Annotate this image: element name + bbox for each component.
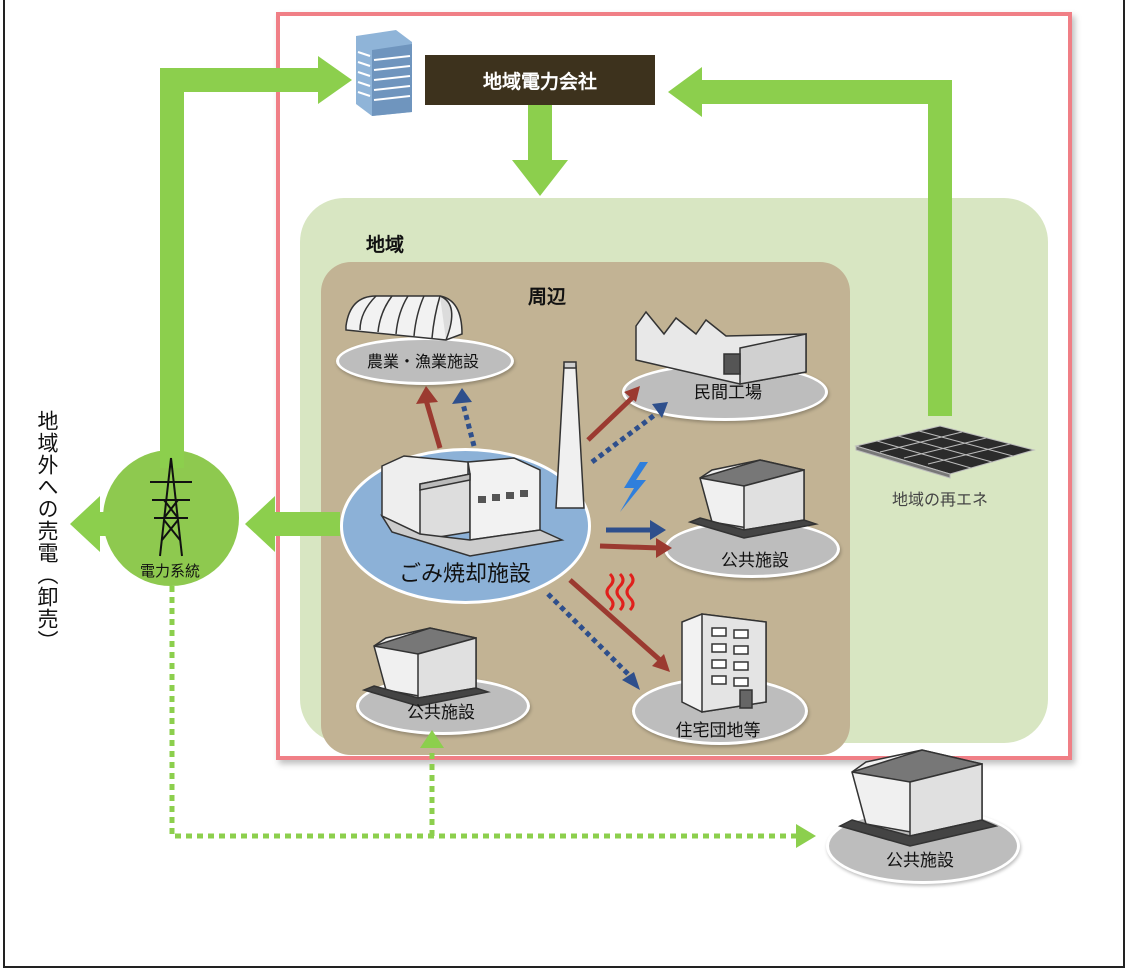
office-building-icon bbox=[356, 30, 412, 116]
heat-supply-arrows bbox=[423, 396, 662, 662]
electricity-supply-dotted bbox=[459, 399, 658, 678]
incinerator-to-grid-arrow bbox=[245, 496, 340, 552]
outside-sale-label: 地域外への売電（卸売） bbox=[35, 410, 59, 652]
apartment-icon bbox=[681, 613, 767, 713]
page-border bbox=[3, 0, 1125, 968]
solar-panel-icon bbox=[854, 425, 1036, 479]
lightning-icon bbox=[620, 462, 648, 512]
incinerator-icon bbox=[380, 455, 565, 557]
public-building-icon-outer bbox=[837, 749, 999, 847]
agri-fish-label: 農業・漁業施設 bbox=[366, 352, 479, 371]
private-factory-label: 民間工場 bbox=[694, 383, 762, 403]
grid-to-outside-arrow bbox=[70, 496, 110, 552]
service-area-frame bbox=[276, 12, 1072, 760]
smokestack-icon bbox=[555, 361, 585, 509]
company-to-region-arrow bbox=[512, 105, 568, 196]
grid-to-company-arrow bbox=[160, 56, 352, 468]
vicinity-label: 周辺 bbox=[528, 286, 567, 308]
transmission-tower-icon bbox=[150, 457, 192, 557]
public-inner-right-label: 公共施設 bbox=[721, 551, 789, 571]
housing-label: 住宅団地等 bbox=[675, 721, 761, 741]
public-building-icon-right bbox=[687, 459, 819, 539]
renewable-label: 地域の再エネ bbox=[891, 490, 988, 509]
public-building-icon-left bbox=[361, 627, 491, 707]
heat-icon bbox=[605, 572, 635, 612]
company-label: 地域電力会社 bbox=[482, 70, 597, 93]
regional-power-company-box: 地域電力会社 bbox=[425, 55, 655, 105]
factory-icon bbox=[635, 310, 807, 385]
public-outer-label: 公共施設 bbox=[886, 851, 954, 871]
public-inner-left-label: 公共施設 bbox=[407, 703, 475, 723]
power-grid-label: 電力系統 bbox=[139, 562, 200, 580]
renewable-to-company-arrow bbox=[668, 67, 952, 416]
greenhouse-icon bbox=[345, 295, 463, 341]
incinerator-label: ごみ焼却施設 bbox=[398, 562, 531, 587]
region-label: 地域 bbox=[366, 234, 405, 256]
grid-distribution-dotted bbox=[169, 586, 800, 839]
